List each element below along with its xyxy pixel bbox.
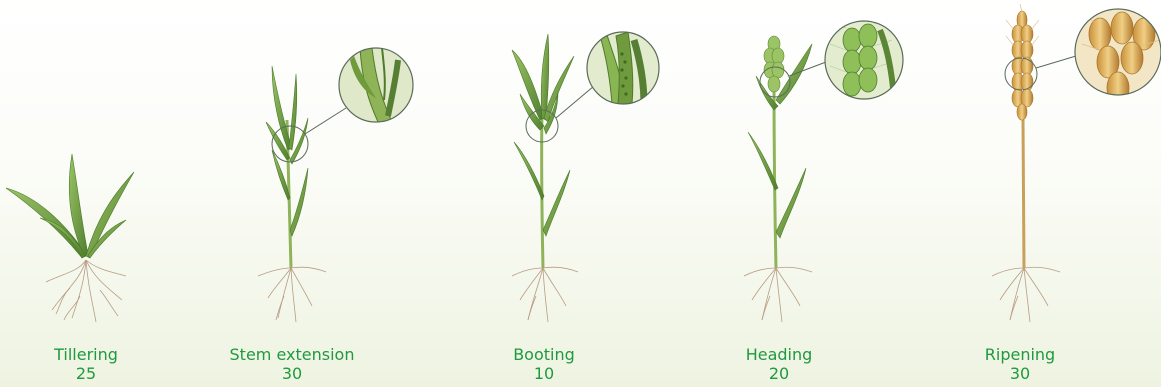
stage-label-booting: Booting 10 bbox=[464, 345, 624, 383]
roots bbox=[992, 267, 1060, 322]
stage-days: 30 bbox=[940, 364, 1100, 383]
magnifier-connector bbox=[1036, 56, 1076, 68]
zoom-detail-heading bbox=[825, 18, 903, 99]
magnifier-connector bbox=[305, 108, 346, 134]
stage-days: 20 bbox=[699, 364, 859, 383]
roots bbox=[744, 267, 812, 322]
stage-label-stem-extension: Stem extension 30 bbox=[212, 345, 372, 383]
stage-name: Booting bbox=[464, 345, 624, 364]
stage-label-tillering: Tillering 25 bbox=[6, 345, 166, 383]
ear bbox=[764, 36, 784, 92]
stage-name: Heading bbox=[699, 345, 859, 364]
stage-days: 30 bbox=[212, 364, 372, 383]
plant-stem-extension bbox=[258, 48, 413, 322]
stem bbox=[1023, 120, 1024, 268]
ear bbox=[1012, 11, 1033, 120]
stage-name: Ripening bbox=[940, 345, 1100, 364]
stage-days: 25 bbox=[6, 364, 166, 383]
magnifier-connector bbox=[789, 62, 826, 76]
stage-name: Stem extension bbox=[212, 345, 372, 364]
plant-ripening bbox=[992, 4, 1161, 322]
roots bbox=[46, 260, 126, 322]
stage-days: 10 bbox=[464, 364, 624, 383]
stage-label-heading: Heading 20 bbox=[699, 345, 859, 383]
stem bbox=[542, 110, 543, 268]
stage-label-ripening: Ripening 30 bbox=[940, 345, 1100, 383]
roots bbox=[512, 267, 578, 322]
zoom-detail-ripening bbox=[1075, 9, 1161, 104]
magnifier-connector bbox=[556, 86, 594, 118]
leaves bbox=[6, 154, 134, 258]
stage-name: Tillering bbox=[6, 345, 166, 364]
plant-heading bbox=[744, 18, 903, 322]
roots bbox=[258, 267, 326, 322]
plant-booting bbox=[512, 32, 659, 322]
plant-tillering bbox=[6, 154, 134, 322]
